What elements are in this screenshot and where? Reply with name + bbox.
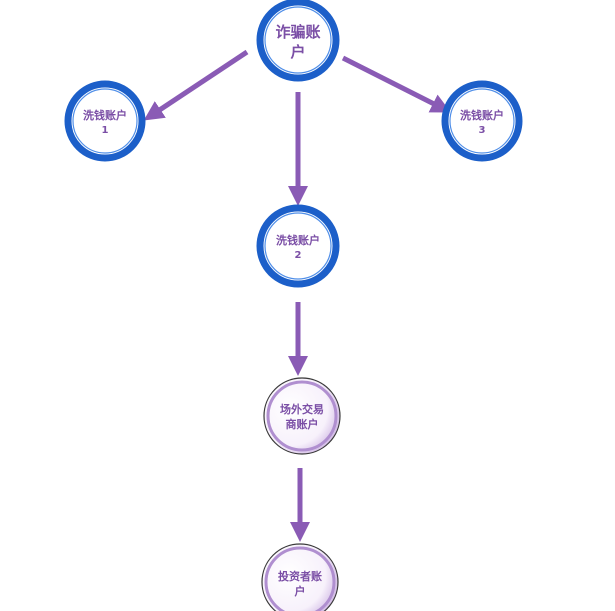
node-otc-label-line1: 场外交易 xyxy=(280,402,324,416)
node-launder1-label-line2: 1 xyxy=(102,125,109,136)
node-launder3-label-line1: 洗钱账户 xyxy=(460,108,504,122)
node-investor-account: 投资者账 户 xyxy=(261,543,339,611)
node-otc-trader-account: 场外交易 商账户 xyxy=(263,377,341,455)
node-investor-label-line1: 投资者账 xyxy=(278,569,322,583)
node-fraud-label-line1: 诈骗账 xyxy=(275,23,320,41)
edge-fraud-to-launder3 xyxy=(341,55,451,113)
node-investor-label-line2: 户 xyxy=(295,584,306,598)
node-fraud-account: 诈骗账 户 xyxy=(256,0,340,82)
node-launder-account-2: 洗钱账户 2 xyxy=(256,204,340,288)
edges xyxy=(143,49,451,542)
node-launder1-label-line1: 洗钱账户 xyxy=(83,108,127,122)
node-launder3-label-line2: 3 xyxy=(479,125,486,136)
node-otc-label-line2: 商账户 xyxy=(286,417,319,431)
node-launder2-label-line2: 2 xyxy=(295,250,302,261)
node-launder-account-3: 洗钱账户 3 xyxy=(441,80,523,162)
node-launder-account-1: 洗钱账户 1 xyxy=(64,80,146,162)
node-launder2-label-line1: 洗钱账户 xyxy=(276,233,320,247)
node-fraud-label-line2: 户 xyxy=(290,43,305,61)
edge-fraud-to-launder1 xyxy=(143,49,249,121)
